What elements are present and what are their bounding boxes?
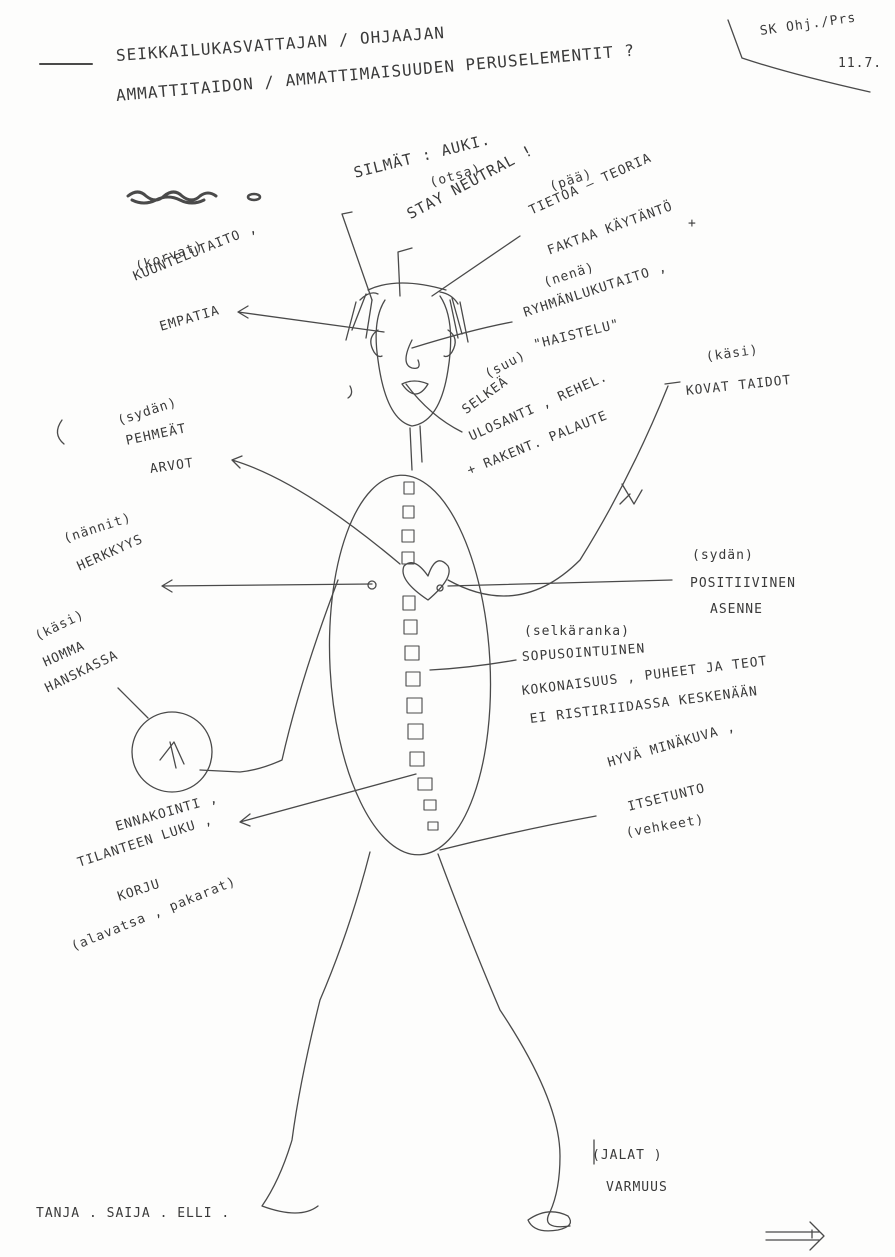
scribble-out bbox=[128, 192, 216, 203]
margin-mark bbox=[57, 420, 64, 444]
neck bbox=[410, 426, 422, 470]
ear-squiggle bbox=[348, 386, 352, 398]
nipple-left bbox=[368, 581, 376, 589]
right-leg bbox=[438, 854, 570, 1227]
mouth bbox=[402, 381, 428, 394]
scribble-dot bbox=[248, 194, 260, 200]
head-outline bbox=[376, 296, 451, 426]
annotation-arrows bbox=[162, 212, 680, 850]
jalat-label: VARMUUS bbox=[606, 1180, 668, 1195]
selkaranka-part-label: (selkäranka) bbox=[524, 624, 630, 639]
sydan-right-line-2: ASENNE bbox=[710, 602, 763, 617]
heart bbox=[403, 561, 449, 600]
jalat-part-label: (JALAT ) bbox=[592, 1148, 663, 1163]
paa-plus: + bbox=[688, 216, 697, 231]
corner-arrow bbox=[766, 1222, 824, 1250]
right-arm bbox=[448, 386, 668, 596]
authors-signature: TANJA . SAIJA . ELLI . bbox=[36, 1206, 230, 1221]
corner-note-line-2: 11.7. bbox=[838, 56, 882, 71]
left-hand bbox=[160, 742, 184, 768]
sydan-right-line-1: POSITIIVINEN bbox=[690, 576, 796, 591]
right-hand bbox=[620, 484, 642, 504]
left-arm bbox=[200, 580, 338, 772]
left-hand-pointer bbox=[118, 688, 148, 718]
torso bbox=[320, 471, 500, 859]
spine-vertebrae bbox=[402, 482, 438, 830]
left-leg bbox=[262, 852, 370, 1213]
nose bbox=[406, 340, 419, 368]
hair-strokes bbox=[346, 283, 468, 342]
sydan-right-part-label: (sydän) bbox=[692, 548, 754, 563]
